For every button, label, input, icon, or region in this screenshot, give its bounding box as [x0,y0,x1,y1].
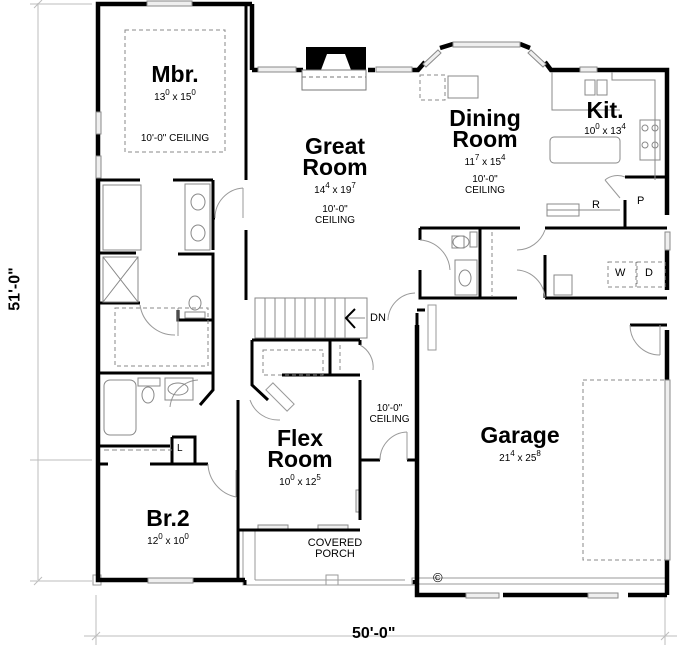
room-dimensions: 100 x 134 [584,122,626,137]
room-dimensions: 100 x 125 [279,473,321,488]
copyright-icon: © [433,570,443,585]
room-great-room: Great Room 144 x 197 10'-0" CEILING [275,135,395,227]
room-dining-room: Dining Room 117 x 154 10'-0" CEILING [425,107,545,197]
stairs-down-label: DN [370,312,386,324]
stairs [254,297,368,339]
dimension-lines [30,0,677,645]
room-dimensions: 130 x 150 [154,88,196,103]
dryer-label: D [645,267,653,279]
overall-depth-dimension: 51'-0" [6,267,24,311]
room-dimensions: 117 x 154 [464,153,506,168]
covered-porch-label: COVERED PORCH [307,537,363,560]
fixtures [102,29,666,561]
room-flex-room: Flex Room 100 x 125 [245,427,355,488]
doors [139,175,661,498]
washer-label: W [615,267,626,279]
room-dimensions: 120 x 100 [147,532,189,547]
room-br2: Br.2 120 x 100 [118,507,218,547]
ceiling-height: 10'-0" CEILING [140,133,210,144]
room-dimensions: 144 x 197 [314,181,356,196]
foyer-ceiling: 10'-0" CEILING [369,403,410,425]
linen-label: L [177,443,183,454]
room-mbr: Mbr. 130 x 150 10'-0" CEILING [125,61,225,145]
room-kitchen: Kit. 100 x 134 [565,99,645,137]
room-garage: Garage 214 x 258 [455,424,585,464]
room-dimensions: 214 x 258 [499,449,541,464]
refrigerator-label: R [592,199,600,211]
fireplace [301,47,367,91]
overall-width-dimension: 50'-0" [352,625,396,642]
room-name: Mbr. [151,61,199,87]
pantry-label: P [637,195,645,207]
